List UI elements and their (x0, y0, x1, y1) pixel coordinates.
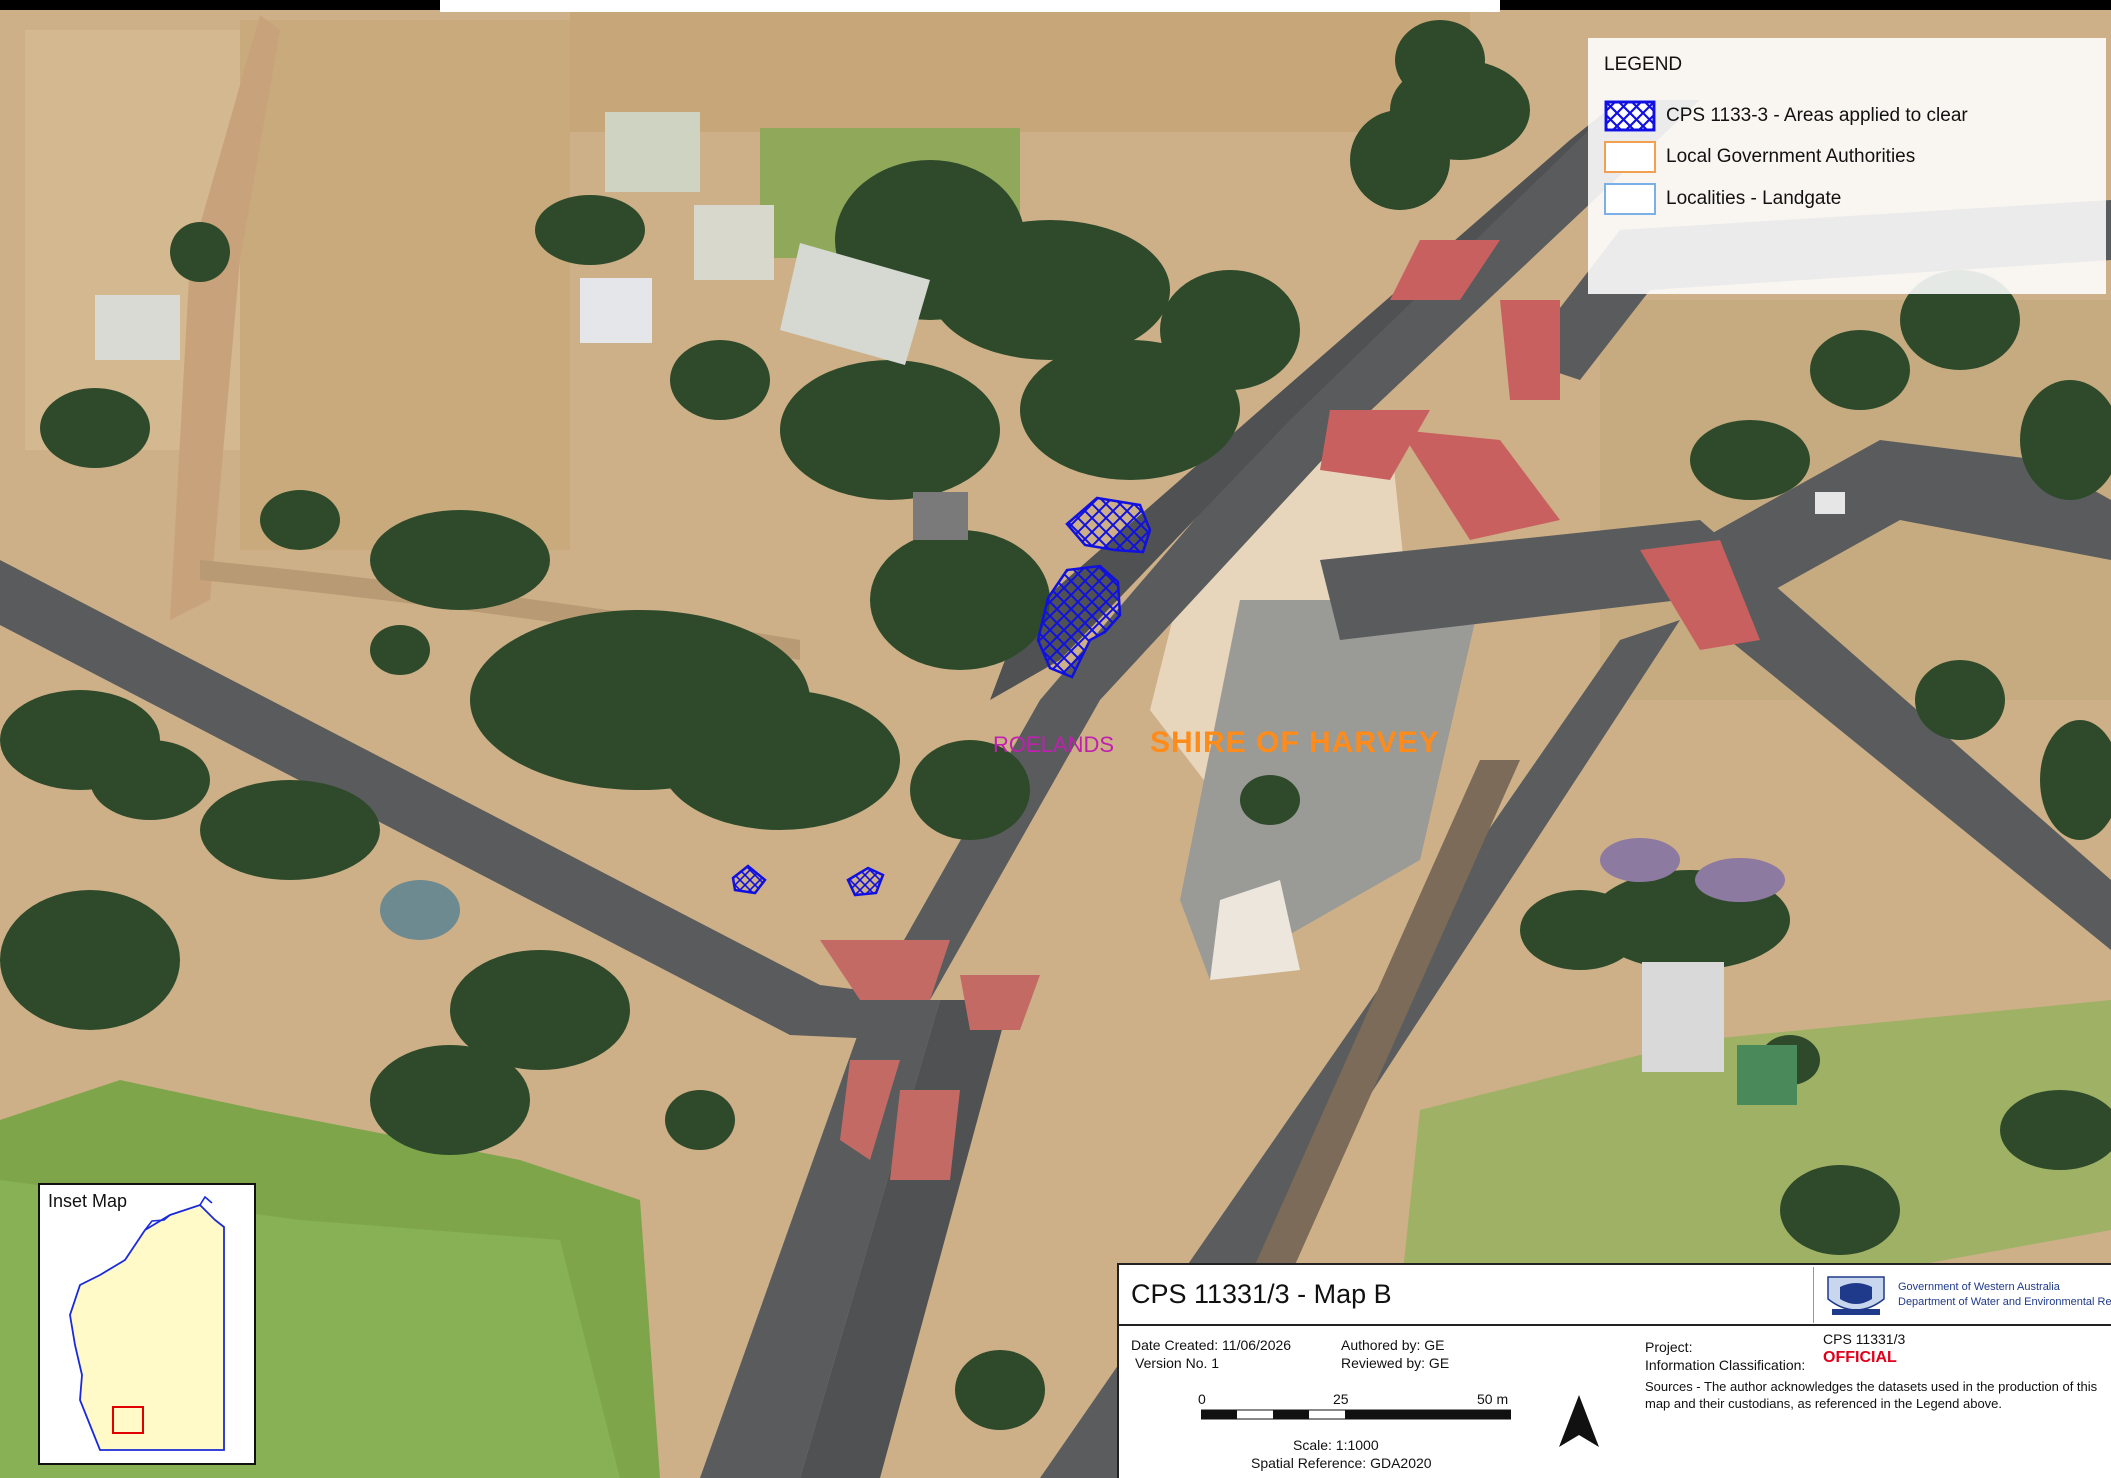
north-arrow-icon (1559, 1395, 1599, 1447)
median-island (1320, 410, 1430, 480)
legend-panel: LEGEND CPS 1133-3 - Areas applied to cle… (1588, 38, 2106, 294)
title-block: CPS 11331/3 - Map B Government of Wester… (1117, 1263, 2111, 1478)
version: Version No. 1 (1135, 1355, 1220, 1371)
legend-title: LEGEND (1604, 54, 1683, 75)
inset-map: Inset Map (38, 1183, 256, 1465)
crest-icon (1827, 1276, 1885, 1315)
legend-item-label: Localities - Landgate (1666, 188, 1842, 209)
highway-north (870, 100, 1700, 1000)
legend-item-lga: Local Government Authorities (1604, 140, 1915, 174)
reviewed-by: Reviewed by: GE (1341, 1355, 1450, 1371)
scale-tick-0: 0 (1198, 1391, 1206, 1407)
scale-tick-25: 25 (1333, 1391, 1349, 1407)
lga-label: SHIRE OF HARVEY (1150, 726, 1440, 759)
title-header: CPS 11331/3 - Map B Government of Wester… (1119, 1265, 2111, 1326)
spatial-reference: Spatial Reference: GDA2020 (1251, 1455, 1432, 1471)
logo-text-department: Department of Water and Environmental Re… (1898, 1296, 2111, 1308)
clearing-areas (731, 496, 1152, 897)
inset-title: Inset Map (48, 1191, 128, 1211)
project-value: CPS 11331/3 (1823, 1331, 1906, 1347)
classification-value: OFFICIAL (1823, 1349, 1897, 1366)
flowering-tree (1600, 838, 1680, 882)
project-label: Project: (1645, 1339, 1693, 1355)
legend-item-label: Local Government Authorities (1666, 146, 1916, 167)
dirt-track (170, 15, 280, 620)
legend-item-clearing: CPS 1133-3 - Areas applied to clear (1604, 99, 1968, 133)
scale-bar (1201, 1409, 1511, 1420)
blue-outline-swatch (1604, 183, 1656, 215)
top-border-strip (0, 0, 440, 10)
logo-text-government: Government of Western Australia (1898, 1281, 2060, 1293)
green-lawn (1400, 1000, 2111, 1300)
government-logo: Government of Western Australia Departme… (1813, 1267, 2111, 1323)
hatch-icon (1604, 100, 1656, 132)
road-west (0, 560, 900, 1040)
authored-by: Authored by: GE (1341, 1337, 1445, 1353)
legend-item-localities: Localities - Landgate (1604, 182, 1841, 216)
scale-ratio: Scale: 1:1000 (1293, 1437, 1379, 1453)
scale-tick-50: 50 m (1477, 1391, 1509, 1407)
tree-canopy (0, 20, 2111, 1430)
orange-outline-swatch (1604, 141, 1656, 173)
sources-note: Sources - The author acknowledges the da… (1645, 1379, 2098, 1411)
buildings (95, 112, 1845, 1105)
inset-location-marker (112, 1406, 144, 1434)
western-australia-outline (69, 1195, 225, 1451)
classification-label: Information Classification: (1645, 1357, 1806, 1373)
date-created: Date Created: 11/06/2026 (1131, 1337, 1292, 1353)
map-title: CPS 11331/3 - Map B (1131, 1279, 1392, 1309)
legend-item-label: CPS 1133-3 - Areas applied to clear (1666, 105, 1968, 126)
locality-label: ROELANDS (993, 732, 1115, 757)
